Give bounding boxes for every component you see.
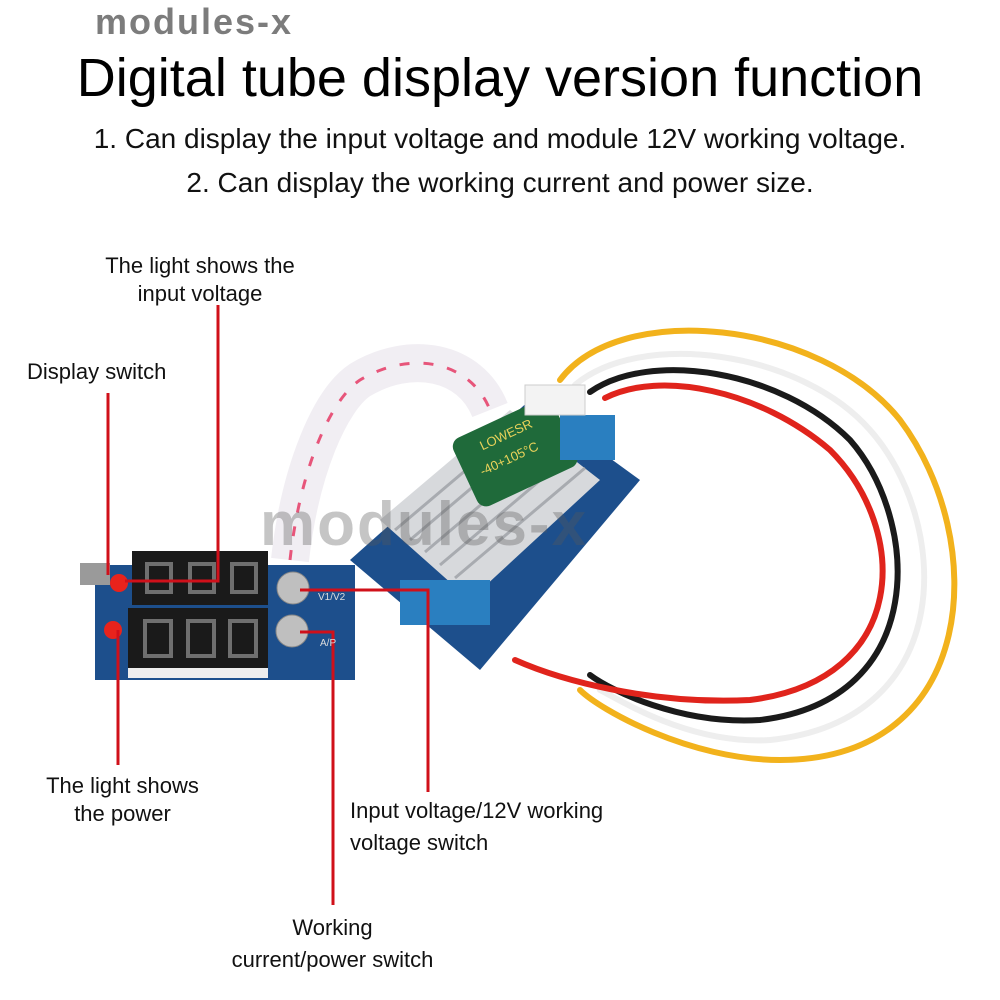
connector [524, 384, 586, 416]
callout-text: voltage switch [350, 830, 489, 855]
callout-lines [106, 305, 430, 905]
callout-current-switch: Working current/power switch [200, 912, 465, 976]
callout-power-light: The light shows the power [20, 772, 225, 828]
display-slide-switch [80, 563, 110, 585]
segment-digits [143, 562, 258, 658]
callout-display-switch: Display switch [27, 358, 166, 386]
callout-text: current/power switch [231, 947, 434, 972]
button-label-ap: A/P [320, 638, 337, 649]
watermark-logo: modules-x [95, 1, 294, 42]
terminal-block [560, 415, 615, 460]
terminal-block [400, 580, 490, 625]
callout-text: Display switch [27, 359, 167, 384]
page-title: Digital tube display version function [76, 48, 924, 108]
voltage-switch-button [276, 571, 310, 605]
feature-line-1: 1. Can display the input voltage and mod… [93, 123, 907, 154]
callout-text: The light shows [46, 773, 199, 798]
watermark-center: modules-x [260, 490, 589, 559]
callout-voltage-switch: Input voltage/12V working voltage switch [350, 795, 603, 859]
callout-text: Input voltage/12V working [350, 798, 604, 823]
feature-line-2: 2. Can display the working current and p… [186, 167, 814, 198]
callout-input-light: The light shows the input voltage [80, 252, 320, 308]
callout-text: input voltage [137, 281, 263, 306]
power-module-board [350, 384, 640, 670]
voltage-display [132, 551, 268, 605]
display-board [80, 551, 355, 680]
capacitor [452, 398, 578, 507]
callout-text: the power [74, 801, 171, 826]
current-display [128, 608, 268, 668]
callout-text: Working [292, 915, 373, 940]
ribbon-cable-stripes [288, 361, 492, 561]
input-voltage-led [110, 574, 128, 592]
wire-harness [512, 327, 958, 764]
button-label-v1v2: V1/V2 [318, 592, 346, 603]
callout-text: The light shows the [105, 253, 295, 278]
